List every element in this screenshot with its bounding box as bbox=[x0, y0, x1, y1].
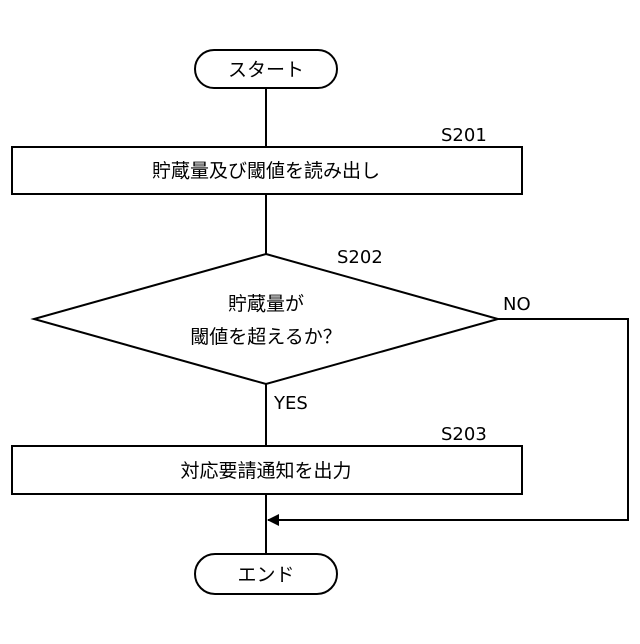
no-branch-label: NO bbox=[503, 294, 531, 315]
step-id-s203: S203 bbox=[441, 424, 487, 445]
step-id-s201: S201 bbox=[441, 125, 487, 146]
process-box-s203-label: 対応要請通知を出力 bbox=[180, 460, 351, 482]
decision-line-1: 貯蔵量が bbox=[228, 293, 304, 315]
end-terminal-label: エンド bbox=[237, 564, 294, 586]
decision-diamond-s202 bbox=[34, 254, 498, 384]
process-box-s201-label: 貯蔵量及び閾値を読み出し bbox=[152, 160, 380, 182]
step-id-s202: S202 bbox=[337, 247, 383, 268]
start-terminal-label: スタート bbox=[228, 59, 304, 81]
yes-branch-label: YES bbox=[273, 393, 308, 414]
decision-line-2: 閾値を超えるか？ bbox=[190, 326, 341, 348]
